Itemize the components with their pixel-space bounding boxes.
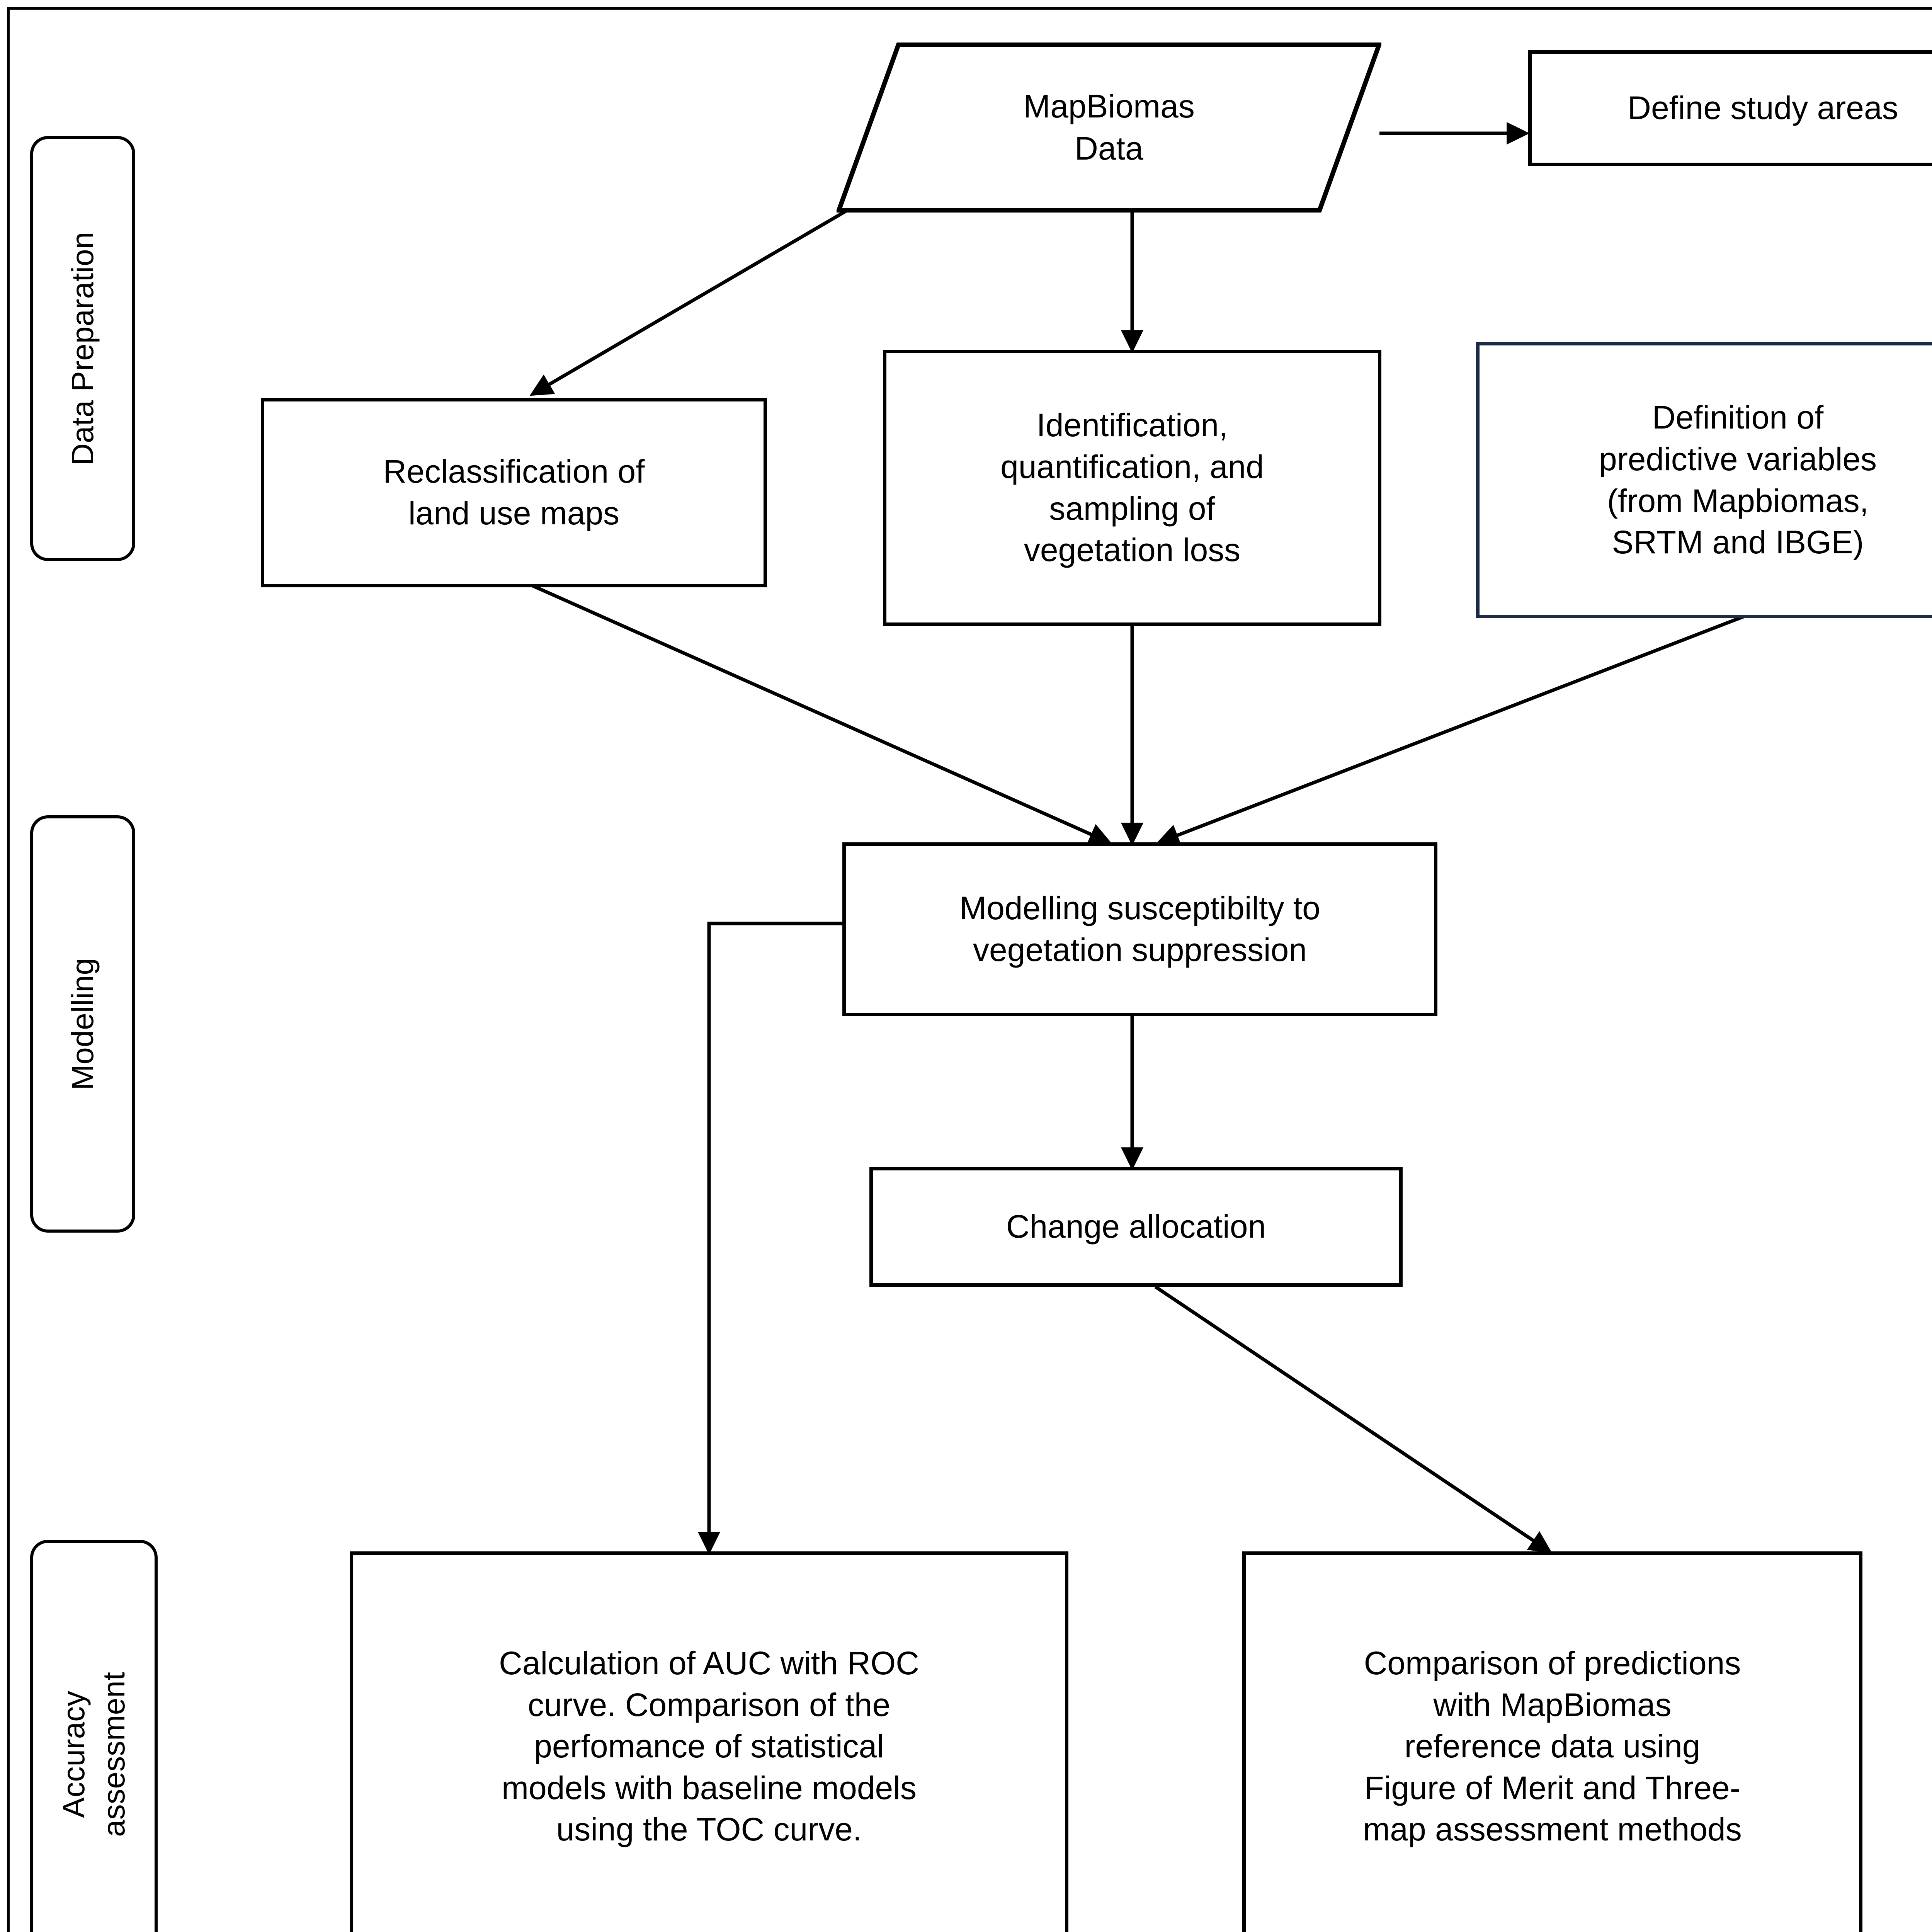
node-label: Identification, quantification, and samp… — [1000, 407, 1264, 568]
node-comparison-predictions: Comparison of predictions with MapBiomas… — [1242, 1551, 1862, 1932]
node-change-allocation: Change allocation — [869, 1167, 1403, 1287]
node-label: Change allocation — [1006, 1208, 1266, 1245]
node-label: Define study areas — [1628, 90, 1898, 126]
node-label: Reclassification of land use maps — [383, 453, 645, 531]
node-label: Modelling susceptibilty to vegetation su… — [959, 890, 1320, 968]
node-label: Comparison of predictions with MapBiomas… — [1363, 1645, 1742, 1848]
node-auc-roc-calculation: Calculation of AUC with ROC curve. Compa… — [350, 1551, 1068, 1932]
node-define-study-areas: Define study areas — [1528, 50, 1932, 166]
node-predictive-variables: Definition of predictive variables (from… — [1476, 342, 1932, 618]
node-label: Calculation of AUC with ROC curve. Compa… — [499, 1645, 919, 1848]
node-label: Definition of predictive variables (from… — [1599, 399, 1877, 561]
node-label: MapBiomas Data — [1023, 88, 1195, 167]
phase-label-modelling: Modelling — [30, 815, 135, 1233]
phase-label-accuracy-assessment: Accuracy assessment — [30, 1540, 158, 1932]
phase-label-text: Accuracy assessment — [56, 1672, 131, 1837]
node-identification: Identification, quantification, and samp… — [883, 350, 1381, 626]
parallelogram-shape — [837, 43, 1381, 213]
phase-label-text: Data Preparation — [65, 231, 100, 466]
node-mapbiomas-data: MapBiomas Data — [837, 43, 1381, 213]
phase-label-data-preparation: Data Preparation — [30, 136, 135, 561]
diagram-outer-frame — [7, 7, 1932, 1932]
node-modelling-susceptibility: Modelling susceptibilty to vegetation su… — [842, 842, 1437, 1016]
phase-label-text: Modelling — [65, 957, 100, 1090]
node-reclassification: Reclassification of land use maps — [261, 398, 767, 587]
